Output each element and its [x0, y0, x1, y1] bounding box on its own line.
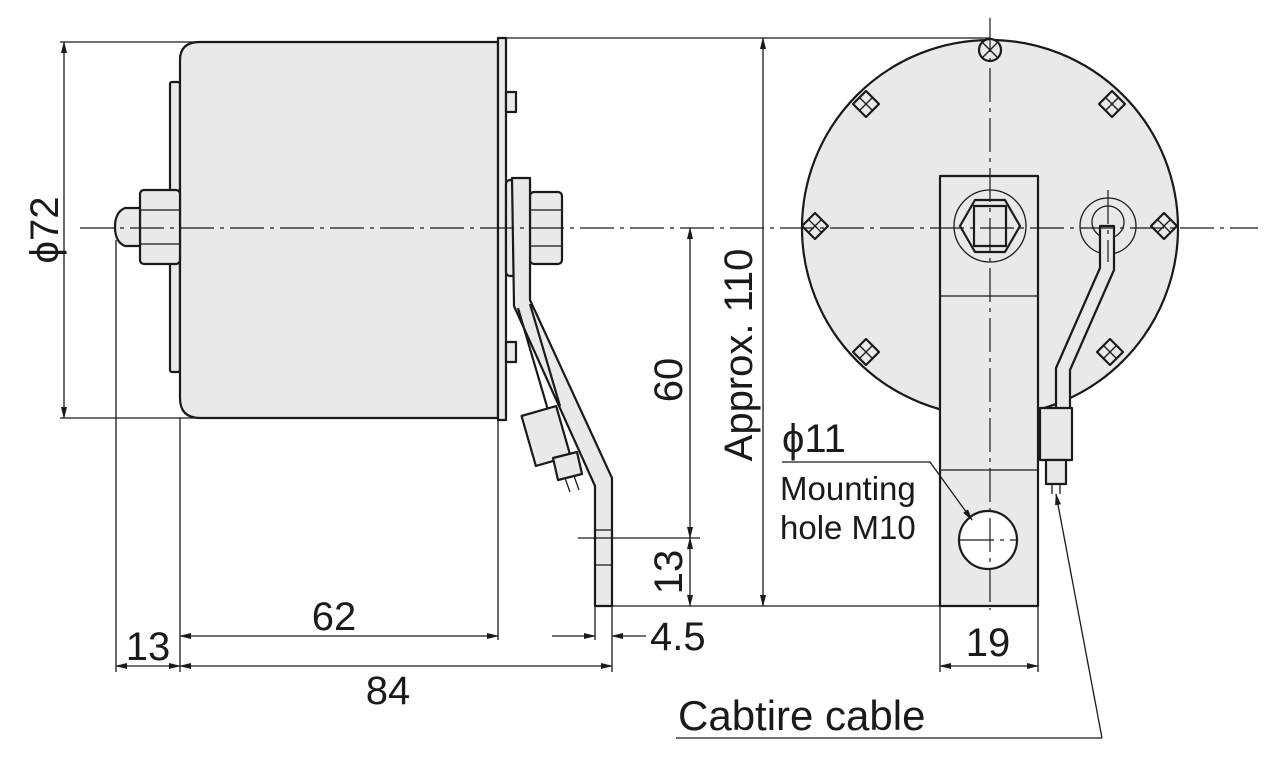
front-bolt-bottom	[504, 340, 518, 364]
rear-nut	[138, 188, 182, 266]
extension-lines	[60, 37, 1039, 672]
front-bolt-top	[504, 90, 518, 114]
side-view	[113, 36, 614, 608]
dimension-lines	[61, 37, 1103, 739]
front-plate	[496, 36, 508, 422]
label-hole-line2: hole M10	[780, 509, 916, 546]
label-body-diameter: ϕ72	[23, 197, 67, 264]
cable-clamp-end	[1038, 406, 1074, 462]
label-overall-height: Approx. 110	[717, 249, 761, 462]
label-overall-length: 84	[366, 669, 411, 713]
motor-body	[178, 40, 500, 420]
label-body-length: 62	[312, 595, 357, 639]
rear-shaft	[113, 206, 142, 248]
label-center-height: 60	[647, 358, 691, 403]
label-shaft-length: 13	[126, 625, 171, 669]
label-foot-height: 13	[647, 550, 691, 595]
label-bracket-width: 19	[966, 621, 1011, 665]
label-cabtire-cable: Cabtire cable	[678, 692, 925, 739]
center-lines	[80, 18, 1258, 610]
label-hole-line1: Mounting	[780, 470, 916, 507]
label-hole-diameter: ϕ11	[782, 417, 846, 461]
label-bracket-thickness: 4.5	[650, 615, 706, 659]
cable-side	[516, 307, 550, 411]
dimension-labels: ϕ72 Approx. 110 60 13 13 62 4.5 84 19 ϕ1…	[23, 197, 1010, 739]
cover-screws	[800, 37, 1179, 367]
